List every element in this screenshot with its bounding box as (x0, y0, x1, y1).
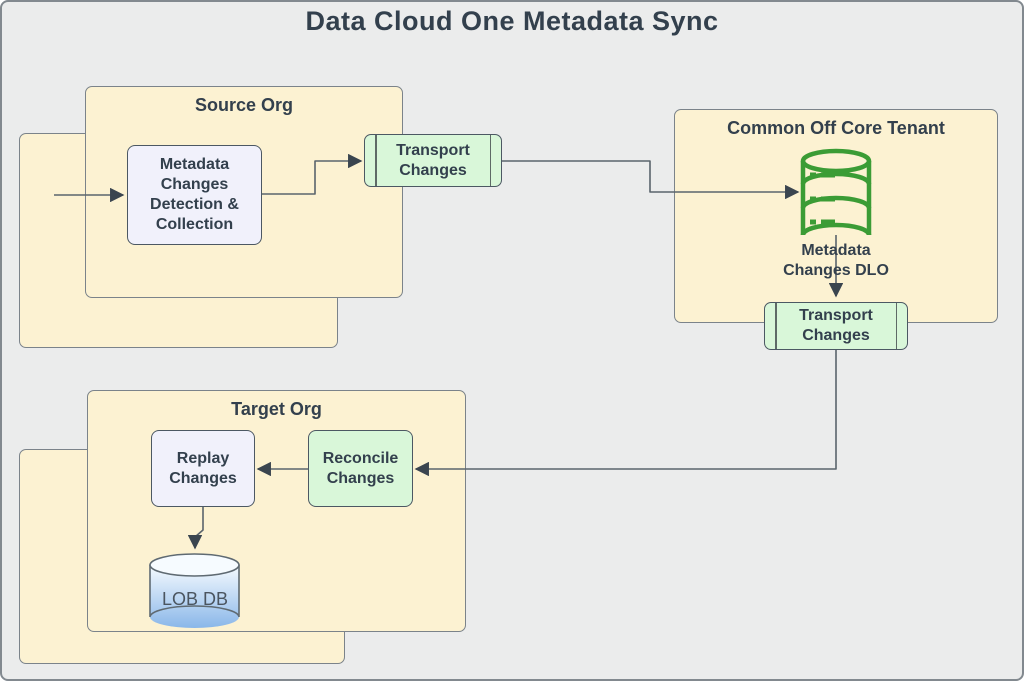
source-org-title: Source Org (194, 95, 294, 115)
target-org-title: Target Org (231, 399, 322, 419)
diagram-title: Data Cloud One Metadata Sync (305, 6, 719, 36)
node-replay-changes-label: Replay Changes (169, 449, 237, 487)
arrow-transport-to-reconcile (414, 350, 837, 477)
node-reconcile-changes: Reconcile Changes (308, 430, 413, 507)
node-reconcile-changes-label: Reconcile Changes (322, 449, 399, 487)
node-transport-changes-tenant: Transport Changes (764, 302, 908, 350)
node-transport-changes-source-label: Transport Changes (396, 141, 470, 179)
group-target-org: Target Org (87, 390, 466, 632)
tenant-title: Common Off Core Tenant (727, 118, 945, 138)
group-common-off-core-tenant: Common Off Core Tenant (674, 109, 998, 323)
lob-db-label: LOB DB (161, 589, 229, 609)
node-transport-changes-source: Transport Changes (364, 134, 502, 187)
node-transport-changes-tenant-label: Transport Changes (799, 307, 873, 344)
node-replay-changes: Replay Changes (151, 430, 255, 507)
metadata-changes-dlo-label: Metadata Changes DLO (783, 242, 889, 279)
node-metadata-changes-detection-label: Metadata Changes Detection & Collection (150, 156, 239, 233)
node-metadata-changes-detection: Metadata Changes Detection & Collection (127, 145, 262, 245)
